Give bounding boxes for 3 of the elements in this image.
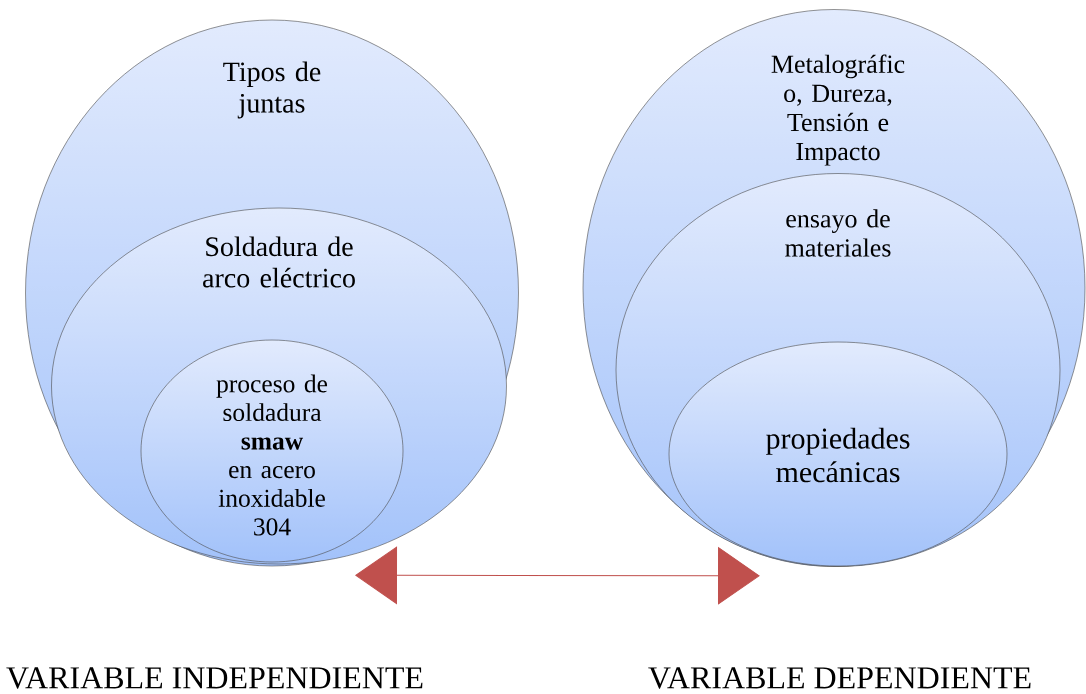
double-arrow	[355, 546, 760, 605]
variable-label: VARIABLE DEPENDIENTE	[648, 667, 1031, 689]
variable-label: VARIABLE INDEPENDIENTE	[6, 667, 423, 689]
